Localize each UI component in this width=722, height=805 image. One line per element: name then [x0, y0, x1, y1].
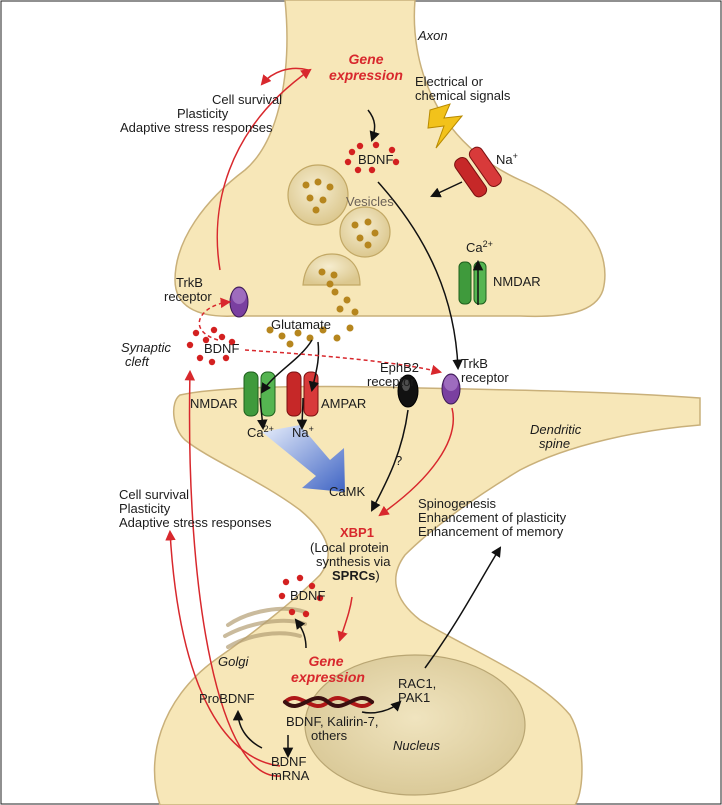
- kalirin-line2: others: [311, 728, 348, 743]
- nucleus-shape: [304, 654, 526, 796]
- bdnf-dots-top: [344, 141, 400, 174]
- survival-mid-line2: Plasticity: [119, 501, 171, 516]
- bdnf-cleft-label: BDNF: [204, 341, 239, 356]
- nucleus-label: Nucleus: [393, 738, 440, 753]
- rac1-label: RAC1,: [398, 676, 436, 691]
- ampar-post-label: AMPAR: [321, 396, 366, 411]
- golgi-label: Golgi: [218, 654, 249, 669]
- survival-mid-line3: Adaptive stress responses: [119, 515, 272, 530]
- synaptic-cleft-line2: cleft: [125, 354, 150, 369]
- trkb-left-line2: receptor: [164, 289, 212, 304]
- na-top-label: Na+: [496, 151, 518, 167]
- local-synthesis-line1: (Local protein: [310, 540, 389, 555]
- trkb-left-line1: TrkB: [176, 275, 203, 290]
- dendritic-spine-line2: spine: [539, 436, 570, 451]
- vesicle-dots: [302, 178, 379, 288]
- dendritic-spine-line1: Dendritic: [530, 422, 582, 437]
- na-post-label: Na+: [292, 424, 314, 440]
- ca-post-label: Ca2+: [247, 424, 274, 440]
- survival-top-line3: Adaptive stress responses: [120, 120, 273, 135]
- glutamate-label: Glutamate: [271, 317, 331, 332]
- signals-line1: Electrical or: [415, 74, 484, 89]
- camk-arrow-icon: [262, 425, 345, 492]
- na-channel-icon: [454, 146, 502, 198]
- gene-expression-top-line2: expression: [329, 67, 403, 83]
- vesicles-group: [287, 164, 391, 286]
- gene-expression-bottom-line1: Gene: [308, 653, 343, 669]
- trkb-right-line1: TrkB: [461, 356, 488, 371]
- vesicles-label: Vesicles: [346, 194, 394, 209]
- nmdar-post-label: NMDAR: [190, 396, 238, 411]
- lightning-icon: [427, 103, 464, 149]
- mrna-line2: mRNA: [271, 768, 310, 783]
- ephb2-line2: receptor: [367, 374, 415, 389]
- ephb2-line1: EphB2: [380, 360, 419, 375]
- camk-label: CaMK: [329, 484, 365, 499]
- axon-label: Axon: [417, 28, 448, 43]
- spinogenesis-line1: Spinogenesis: [418, 496, 497, 511]
- bdnf-top-label: BDNF: [358, 152, 393, 167]
- local-synthesis-line2: synthesis via: [316, 554, 391, 569]
- survival-mid-line1: Cell survival: [119, 487, 189, 502]
- gene-expression-top-line1: Gene: [348, 51, 383, 67]
- trkb-right-line2: receptor: [461, 370, 509, 385]
- black-arrows: [232, 109, 502, 759]
- nmdar-pre-icon: [458, 261, 487, 305]
- local-synthesis-line3: SPRCs): [332, 568, 380, 583]
- spinogenesis-line2: Enhancement of plasticity: [418, 510, 567, 525]
- gene-expression-bottom-line2: expression: [291, 669, 365, 685]
- signals-line2: chemical signals: [415, 88, 511, 103]
- kalirin-line1: BDNF, Kalirin-7,: [286, 714, 378, 729]
- pak1-label: PAK1: [398, 690, 430, 705]
- bdnf-low-label: BDNF: [290, 588, 325, 603]
- glutamate-dots: [266, 288, 359, 348]
- bdnf-dots-low: [278, 574, 324, 618]
- survival-top-line2: Plasticity: [177, 106, 229, 121]
- ca-top-label: Ca2+: [466, 239, 493, 255]
- nmdar-top-label: NMDAR: [493, 274, 541, 289]
- red-dashed-arrows: [198, 297, 443, 376]
- spinogenesis-line3: Enhancement of memory: [418, 524, 564, 539]
- dna-icon: [283, 695, 374, 709]
- xbp1-label: XBP1: [340, 525, 374, 540]
- probdnf-label: ProBDNF: [199, 691, 255, 706]
- red-arrows: [165, 67, 454, 777]
- synaptic-cleft-line1: Synaptic: [121, 340, 171, 355]
- unknown-link-question: ?: [395, 453, 402, 468]
- mrna-line1: BDNF: [271, 754, 306, 769]
- bdnf-dots-cleft: [186, 326, 236, 366]
- survival-top-line1: Cell survival: [212, 92, 282, 107]
